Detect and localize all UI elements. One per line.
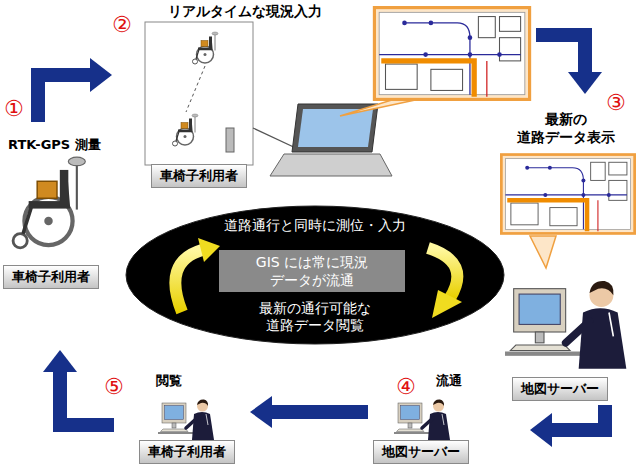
label-box: 車椅子利用者 [3,265,99,289]
callout-number: ⑤ [104,374,124,399]
node-text: 車椅子利用者 [160,167,238,185]
label-box: 車椅子利用者 [139,440,235,464]
caption: 流通 [436,372,462,390]
label-box: 車椅子利用者 [151,164,247,188]
callout-number: ③ [606,90,626,115]
gis-box: GIS には常に現況 データが流通 [219,250,405,292]
caption: 最新の 道路データ表示 [514,110,618,146]
caption: 閲覧 [156,372,182,390]
node-text: 道路通行と同時に測位・入力 [125,217,505,234]
node-text: 地図サーバー [521,380,599,398]
node-text: 車椅子利用者 [12,268,90,286]
cycle-ellipse: 道路通行と同時に測位・入力最新の通行可能な 道路データ閲覧 GIS には常に現況 … [125,205,505,345]
label-box: 地図サーバー [373,440,469,464]
callout-number: ① [4,96,24,121]
node-text: 最新の通行可能な 道路データ閲覧 [250,300,380,334]
caption: リアルタイムな現況入力 [168,3,322,21]
node-text: 車椅子利用者 [148,443,226,461]
caption: RTK-GPS 測量 [8,136,101,154]
callout-number: ④ [396,374,416,399]
callout-number: ② [112,12,132,37]
node-text: GIS には常に現況 データが流通 [227,253,397,289]
label-box: 地図サーバー [512,377,608,401]
node-text: 地図サーバー [382,443,460,461]
